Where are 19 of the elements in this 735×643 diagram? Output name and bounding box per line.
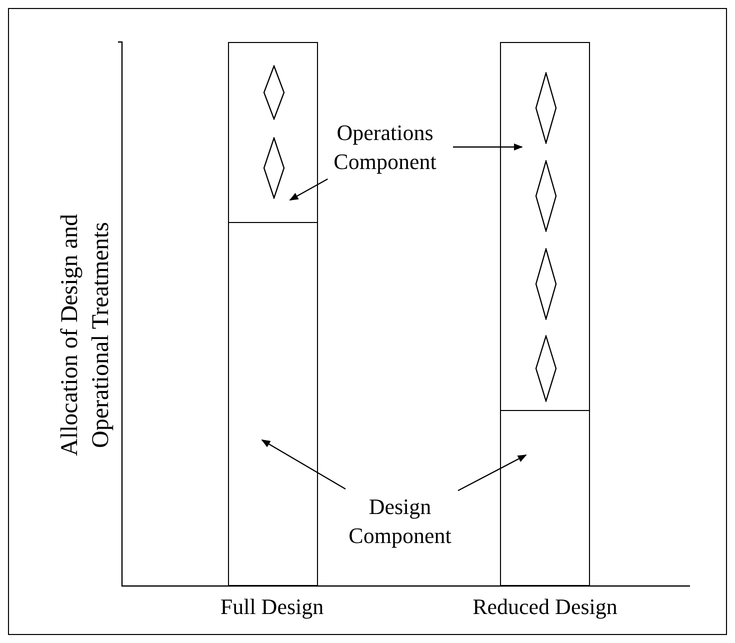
bar-section — [500, 42, 590, 411]
diamond-shape — [535, 160, 557, 232]
axis-label: Allocation of Design and Operational Treatments — [56, 213, 115, 458]
diamond-shape — [535, 335, 557, 402]
category-label: Full Design — [219, 594, 325, 620]
callout-text: Design Component — [345, 492, 455, 550]
leader-arrow — [453, 143, 523, 151]
bar-section — [228, 42, 318, 223]
leader-arrow — [261, 439, 346, 490]
leader-arrow — [289, 178, 328, 201]
bar-section — [500, 410, 590, 586]
category-label: Reduced Design — [472, 594, 618, 620]
diamond-shape — [535, 72, 557, 144]
bar-section — [228, 222, 318, 586]
diamond-shape — [535, 248, 557, 320]
callout-text: Operations Component — [320, 118, 450, 176]
diamond-shape — [263, 137, 285, 199]
leader-arrow — [458, 454, 527, 492]
diamond-shape — [263, 65, 285, 120]
